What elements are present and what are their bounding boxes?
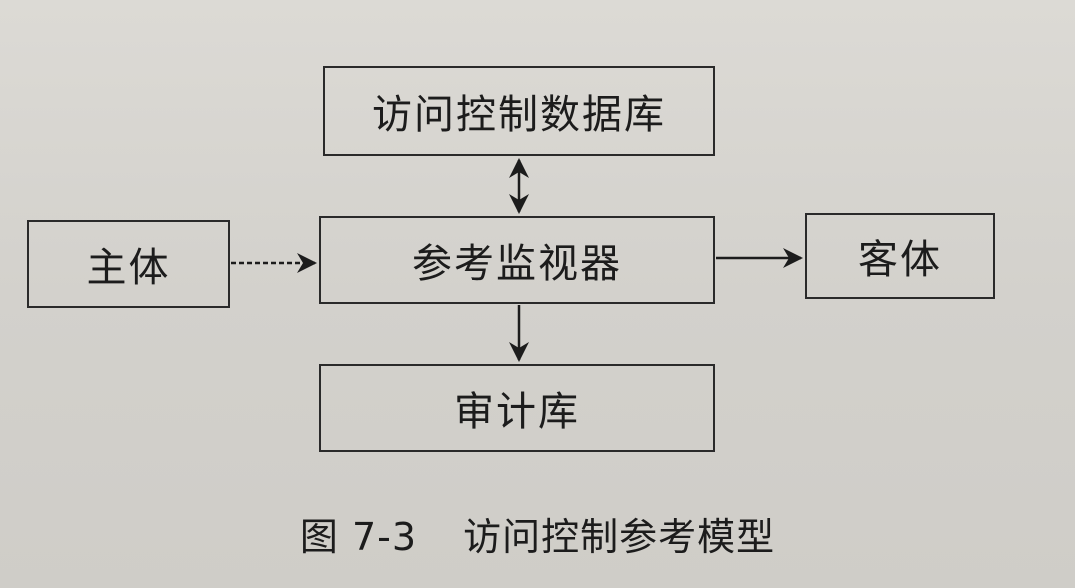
node-object: 客体 (805, 213, 995, 299)
figure-caption: 图 7-3 访问控制参考模型 (0, 506, 1075, 561)
node-audit-db: 审计库 (319, 364, 715, 452)
node-subject-label: 主体 (86, 245, 171, 291)
node-access-control-db: 访问控制数据库 (323, 66, 715, 156)
figure-title: 访问控制参考模型 (463, 515, 776, 559)
node-access-control-db-label: 访问控制数据库 (372, 92, 666, 138)
node-subject: 主体 (27, 220, 230, 308)
node-audit-db-label: 审计库 (454, 389, 580, 435)
figure-number: 图 7-3 (299, 515, 418, 559)
node-reference-monitor: 参考监视器 (319, 216, 715, 304)
node-object-label: 客体 (858, 237, 942, 283)
node-reference-monitor-label: 参考监视器 (412, 241, 622, 287)
